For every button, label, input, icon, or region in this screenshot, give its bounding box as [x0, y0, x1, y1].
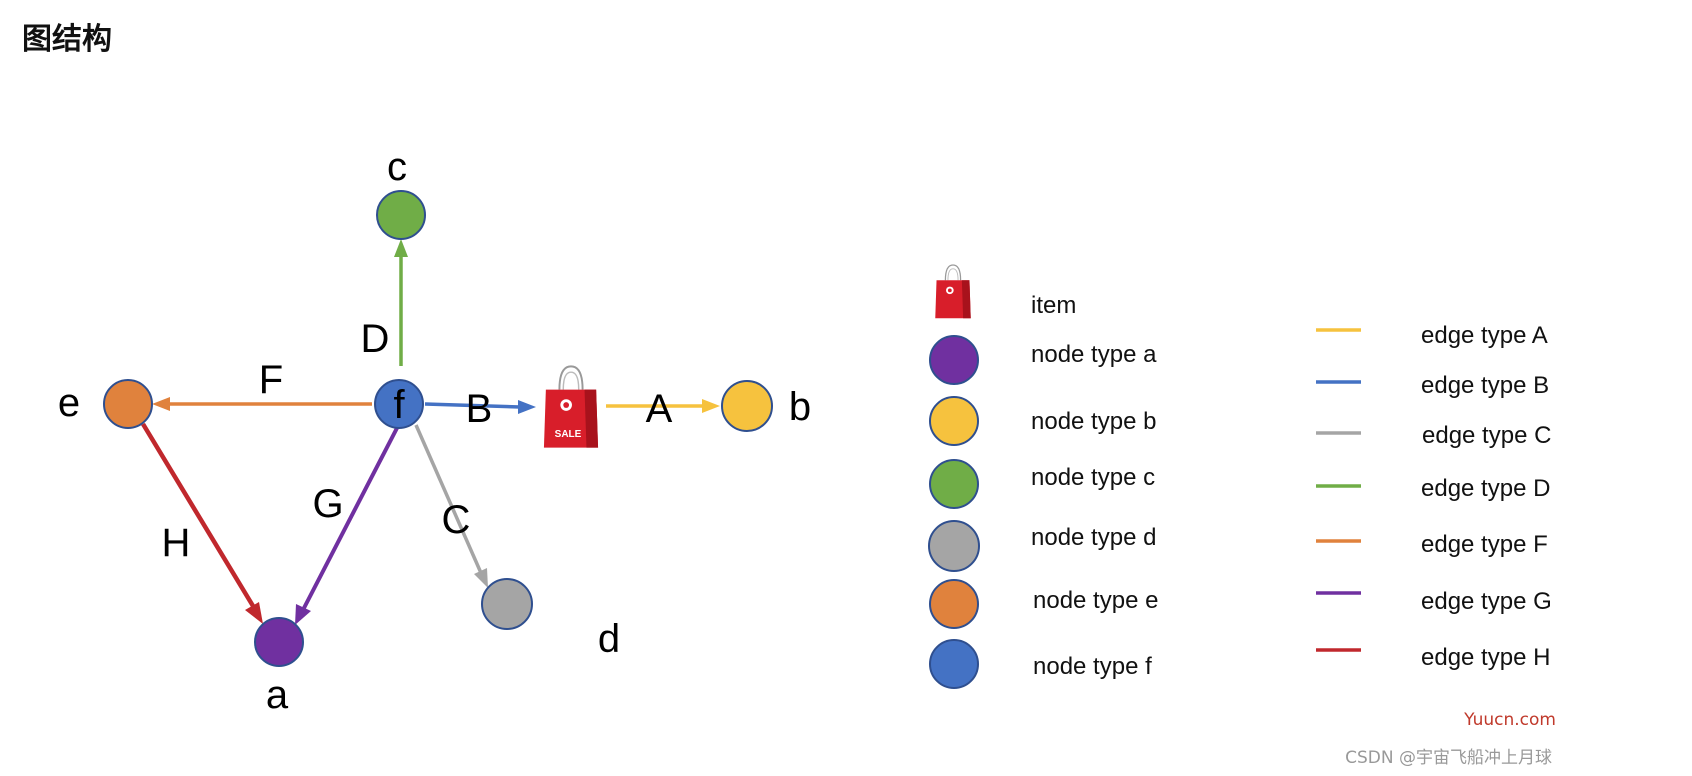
legend-node-f-swatch — [929, 639, 979, 689]
item-badge-text: SALE — [555, 429, 582, 440]
legend-edge-G-label: edge type G — [1421, 588, 1552, 615]
node-d — [481, 578, 533, 630]
legend-edge-B-label: edge type B — [1421, 372, 1549, 399]
edge-label-F: F — [259, 358, 283, 402]
legend-node-a-swatch — [929, 335, 979, 385]
arrowhead-f-to-a — [295, 604, 311, 625]
edge-f-to-item — [424, 402, 521, 409]
edge-label-B: B — [466, 387, 493, 431]
arrowhead-e-to-a — [245, 602, 263, 624]
legend-edge-F-label: edge type F — [1421, 531, 1548, 558]
edge-label-H: H — [162, 521, 191, 565]
node-legend: item node type a node type b node type c… — [928, 264, 1158, 689]
nodes: SALE — [103, 190, 773, 667]
legend-edge-C-label: edge type C — [1422, 422, 1551, 449]
legend-edge-H-label: edge type H — [1421, 644, 1550, 671]
edge-f-to-a — [302, 427, 399, 609]
legend-node-e-label: node type e — [1033, 587, 1158, 614]
edge-legend: edge type A edge type B edge type C edge… — [1316, 322, 1552, 671]
edge-f-to-d — [414, 424, 483, 574]
page-title: 图结构 — [22, 22, 112, 57]
node-f — [374, 379, 424, 429]
node-a — [254, 617, 304, 667]
legend-node-c-label: node type c — [1031, 464, 1155, 491]
edges — [141, 239, 720, 625]
edge-e-to-a — [141, 422, 255, 608]
node-e — [103, 379, 153, 429]
legend-node-d-label: node type d — [1031, 524, 1156, 551]
edge-label-A: A — [646, 387, 673, 431]
node-label-f: f — [393, 383, 405, 427]
edge-label-G: G — [312, 482, 343, 526]
legend-item-label: item — [1031, 292, 1076, 319]
node-label-a: a — [266, 673, 289, 717]
arrowhead-f-to-item — [518, 400, 536, 414]
node-labels: c e f b d a — [58, 145, 811, 717]
legend-node-f-label: node type f — [1033, 653, 1152, 680]
arrowhead-item-to-b — [702, 399, 720, 413]
node-label-c: c — [387, 145, 407, 189]
node-b — [721, 380, 773, 432]
legend-node-e-swatch — [929, 579, 979, 629]
edge-labels: D F B A G C H — [162, 317, 673, 565]
arrowhead-f-to-d — [474, 568, 488, 588]
node-label-b: b — [789, 385, 811, 429]
arrowhead-f-to-e — [152, 397, 170, 411]
legend-edge-A-label: edge type A — [1421, 322, 1548, 349]
legend-node-b-swatch — [929, 396, 979, 446]
node-label-d: d — [598, 617, 620, 661]
legend-node-d-swatch — [928, 520, 980, 572]
legend-edge-D-label: edge type D — [1421, 475, 1550, 502]
legend-node-a-label: node type a — [1031, 341, 1157, 368]
arrowhead-f-to-c — [394, 239, 408, 257]
watermark-author: CSDN @宇宙飞船冲上月球 — [1345, 748, 1552, 768]
legend-node-b-label: node type b — [1031, 408, 1156, 435]
edge-label-D: D — [361, 317, 390, 361]
node-c — [376, 190, 426, 240]
edge-label-C: C — [442, 498, 471, 542]
legend-item-icon — [934, 264, 972, 319]
legend-node-c-swatch — [929, 459, 979, 509]
watermark-site: Yuucn.com — [1464, 710, 1556, 730]
node-label-e: e — [58, 381, 80, 425]
